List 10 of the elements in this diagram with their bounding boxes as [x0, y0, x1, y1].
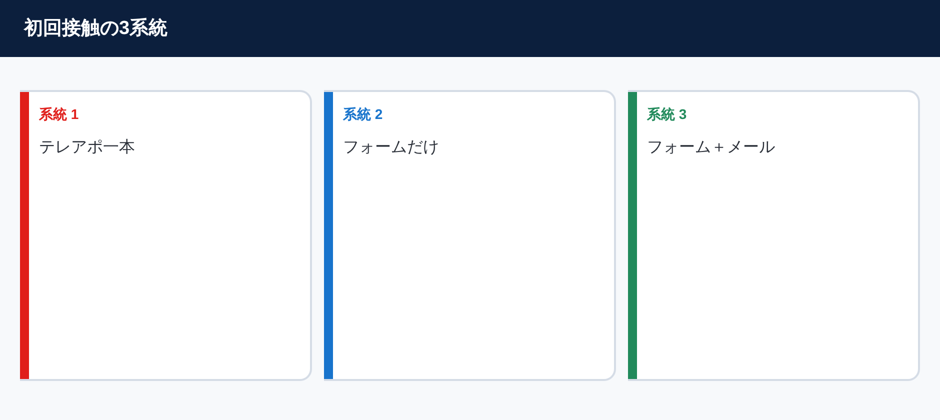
card-text: フォームだけ: [343, 138, 440, 158]
card-heading: 系統 1: [39, 105, 79, 124]
card-text: テレアポ一本: [39, 138, 136, 158]
card-heading: 系統 3: [647, 105, 687, 124]
page-title: 初回接触の3系統: [24, 16, 168, 41]
option-card: [628, 90, 920, 381]
card-text: フォーム＋メール: [647, 138, 776, 158]
card-heading: 系統 2: [343, 105, 383, 124]
option-card: [20, 90, 312, 381]
option-card: [324, 90, 616, 381]
